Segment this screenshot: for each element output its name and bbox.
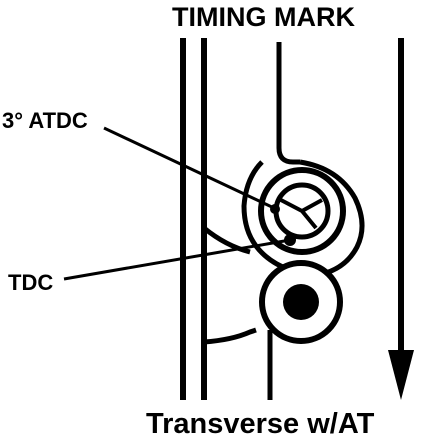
atdc-label: 3° ATDC	[2, 108, 88, 133]
footer-label: Transverse w/AT	[146, 408, 375, 438]
tdc-label: TDC	[8, 270, 53, 295]
timing-mark-boss	[241, 159, 365, 279]
bolt-head	[283, 284, 319, 320]
belt-cover-rails	[180, 38, 207, 400]
boss-mark-wedge	[278, 197, 323, 230]
atdc-leader-line	[103, 126, 275, 210]
pointer-plate	[202, 42, 300, 400]
lower-bolt-boss	[259, 260, 343, 344]
arrow-down-icon	[388, 38, 414, 400]
title-label: TIMING MARK	[172, 2, 355, 32]
boss-outer-ring	[258, 167, 346, 255]
tdc-leader-line	[63, 238, 291, 281]
